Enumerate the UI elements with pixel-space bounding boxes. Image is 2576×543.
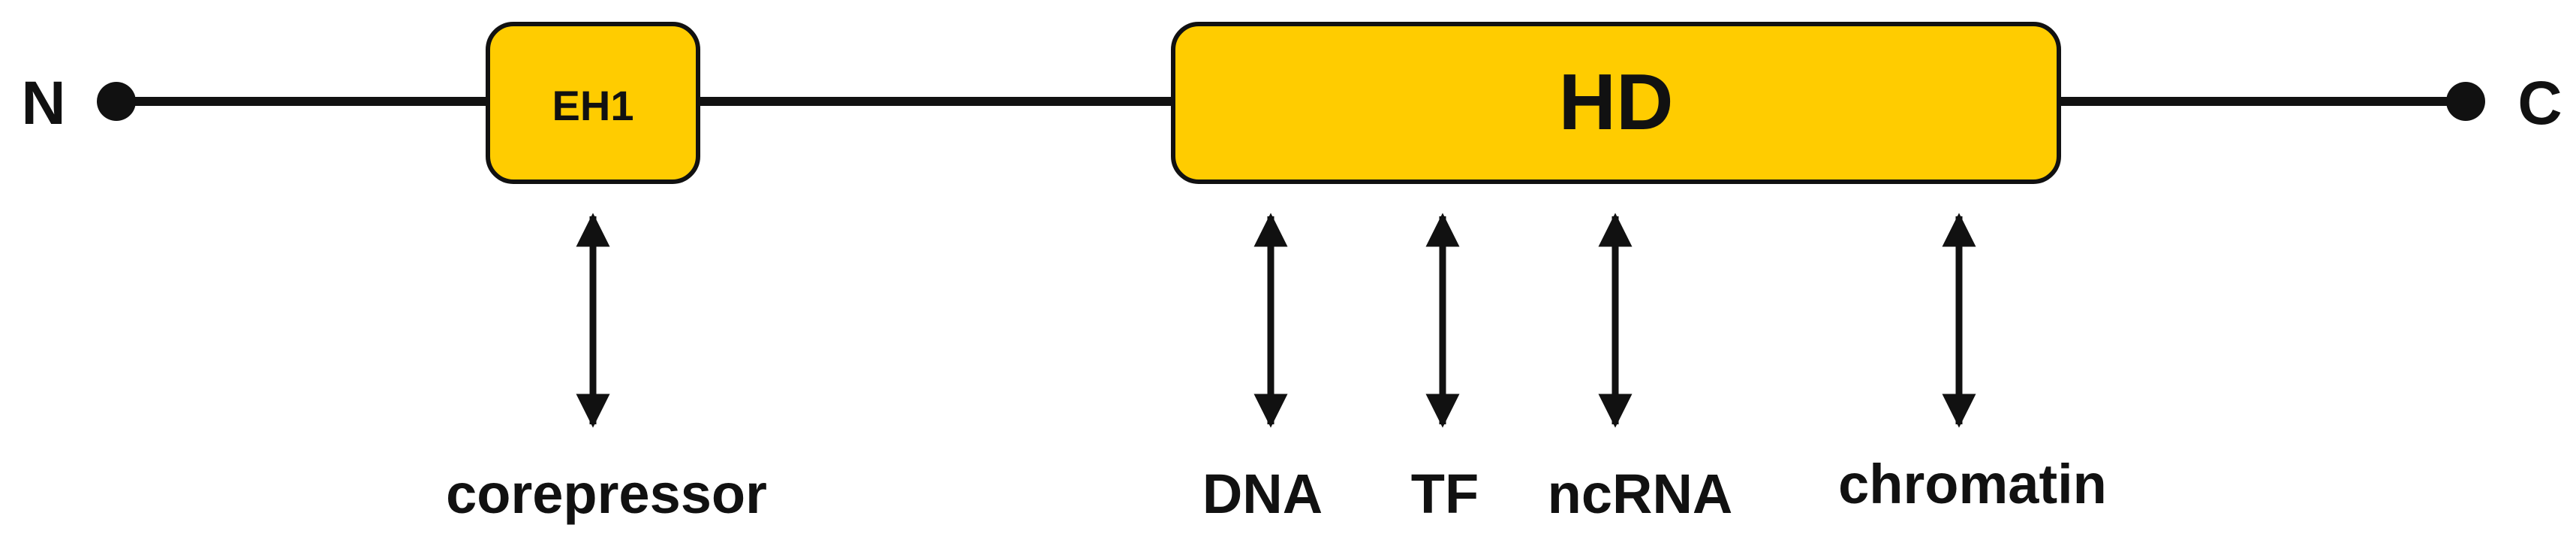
ncrna-label: ncRNA [1548, 463, 1733, 525]
dna-label: DNA [1202, 463, 1323, 525]
n-terminus-label: N [21, 69, 65, 137]
hd-domain-label: HD [1558, 58, 1673, 146]
eh1-domain-box [486, 22, 700, 184]
c-terminus-dot [2446, 82, 2485, 121]
chromatin-label: chromatin [1838, 453, 2107, 515]
corepressor-label: corepressor [446, 463, 767, 525]
hd-domain-box [1171, 22, 2061, 184]
eh1-domain-label: EH1 [552, 82, 634, 129]
c-terminus-label: C [2517, 69, 2562, 137]
n-terminus-dot [97, 82, 136, 121]
tf-label: TF [1411, 463, 1479, 525]
